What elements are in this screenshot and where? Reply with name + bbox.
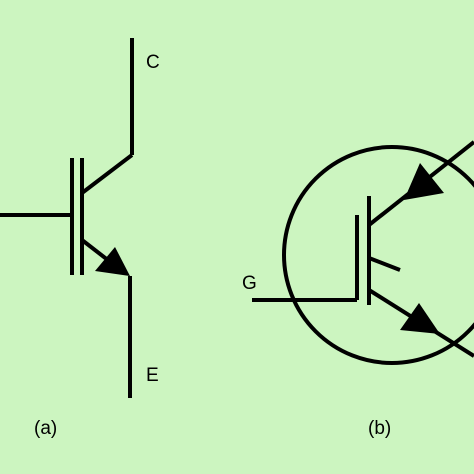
emitter-arrow-b [400,303,440,334]
emitter-label: E [146,365,159,386]
collector-label: C [146,52,160,73]
caption-b: (b) [368,418,391,439]
enclosure-circle-b [282,145,474,365]
emitter-arrow-a [95,247,130,276]
collector-arrow-b [404,163,444,200]
caption-a: (a) [34,418,57,439]
collector-branch-a [80,153,134,195]
symbol-a [0,38,134,398]
body-stub-b [368,256,401,272]
symbol-b [252,140,474,365]
gate-label: G [242,273,257,294]
